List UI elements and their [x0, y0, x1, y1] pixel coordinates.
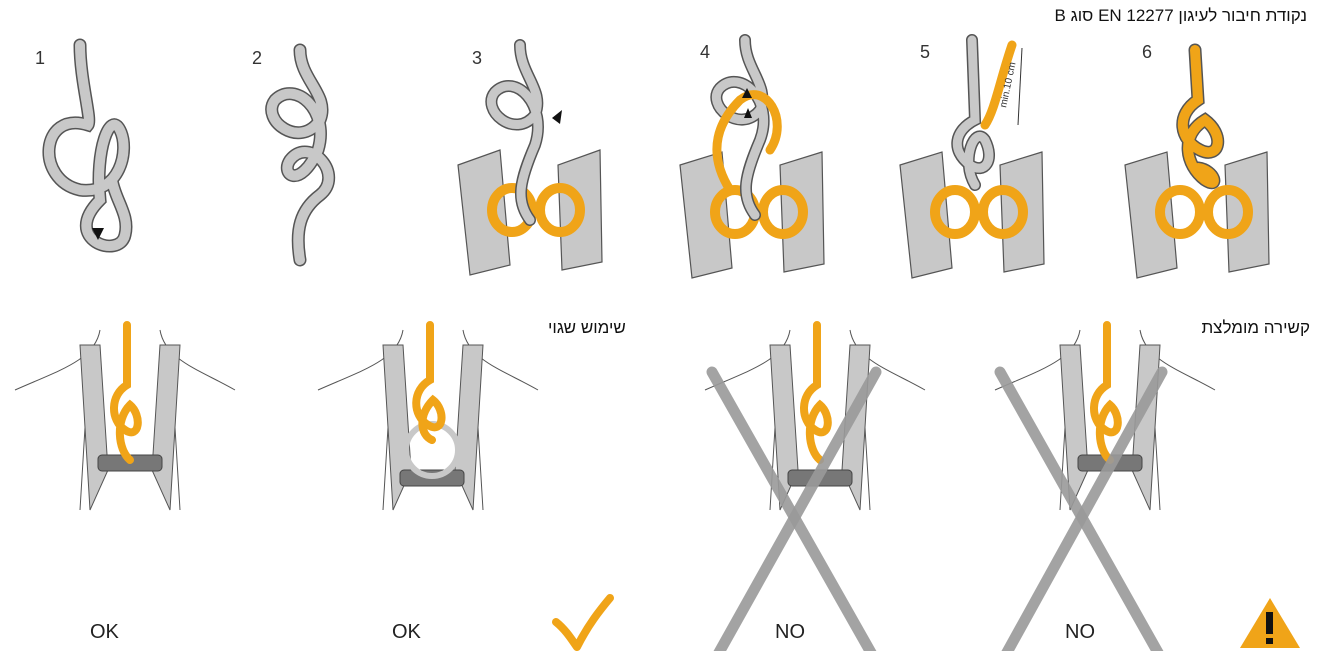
step-number-3: 3 [472, 48, 482, 68]
check-icon [556, 598, 610, 647]
step-number-5: 5 [920, 42, 930, 62]
verdict-4: NO [1065, 621, 1095, 643]
step-number-4: 4 [700, 42, 710, 62]
panel-2: OK [318, 325, 610, 647]
panel-4: NO [995, 325, 1300, 651]
verdict-1: OK [90, 621, 120, 643]
warning-icon [1240, 598, 1300, 648]
step-number-1: 1 [35, 48, 45, 68]
panel-3: NO [705, 325, 925, 651]
step-1-illustration [49, 45, 126, 246]
step-3-illustration [458, 45, 602, 275]
verdict-3: NO [775, 621, 805, 643]
panel-1: OK [15, 325, 235, 643]
step-number-6: 6 [1142, 42, 1152, 62]
step-2-illustration [272, 50, 329, 260]
verdict-2: OK [392, 621, 422, 643]
step-5-illustration: min.10 cm [900, 40, 1044, 278]
step-6-illustration [1125, 50, 1269, 278]
step-number-2: 2 [252, 48, 262, 68]
step-4-illustration [680, 40, 824, 278]
